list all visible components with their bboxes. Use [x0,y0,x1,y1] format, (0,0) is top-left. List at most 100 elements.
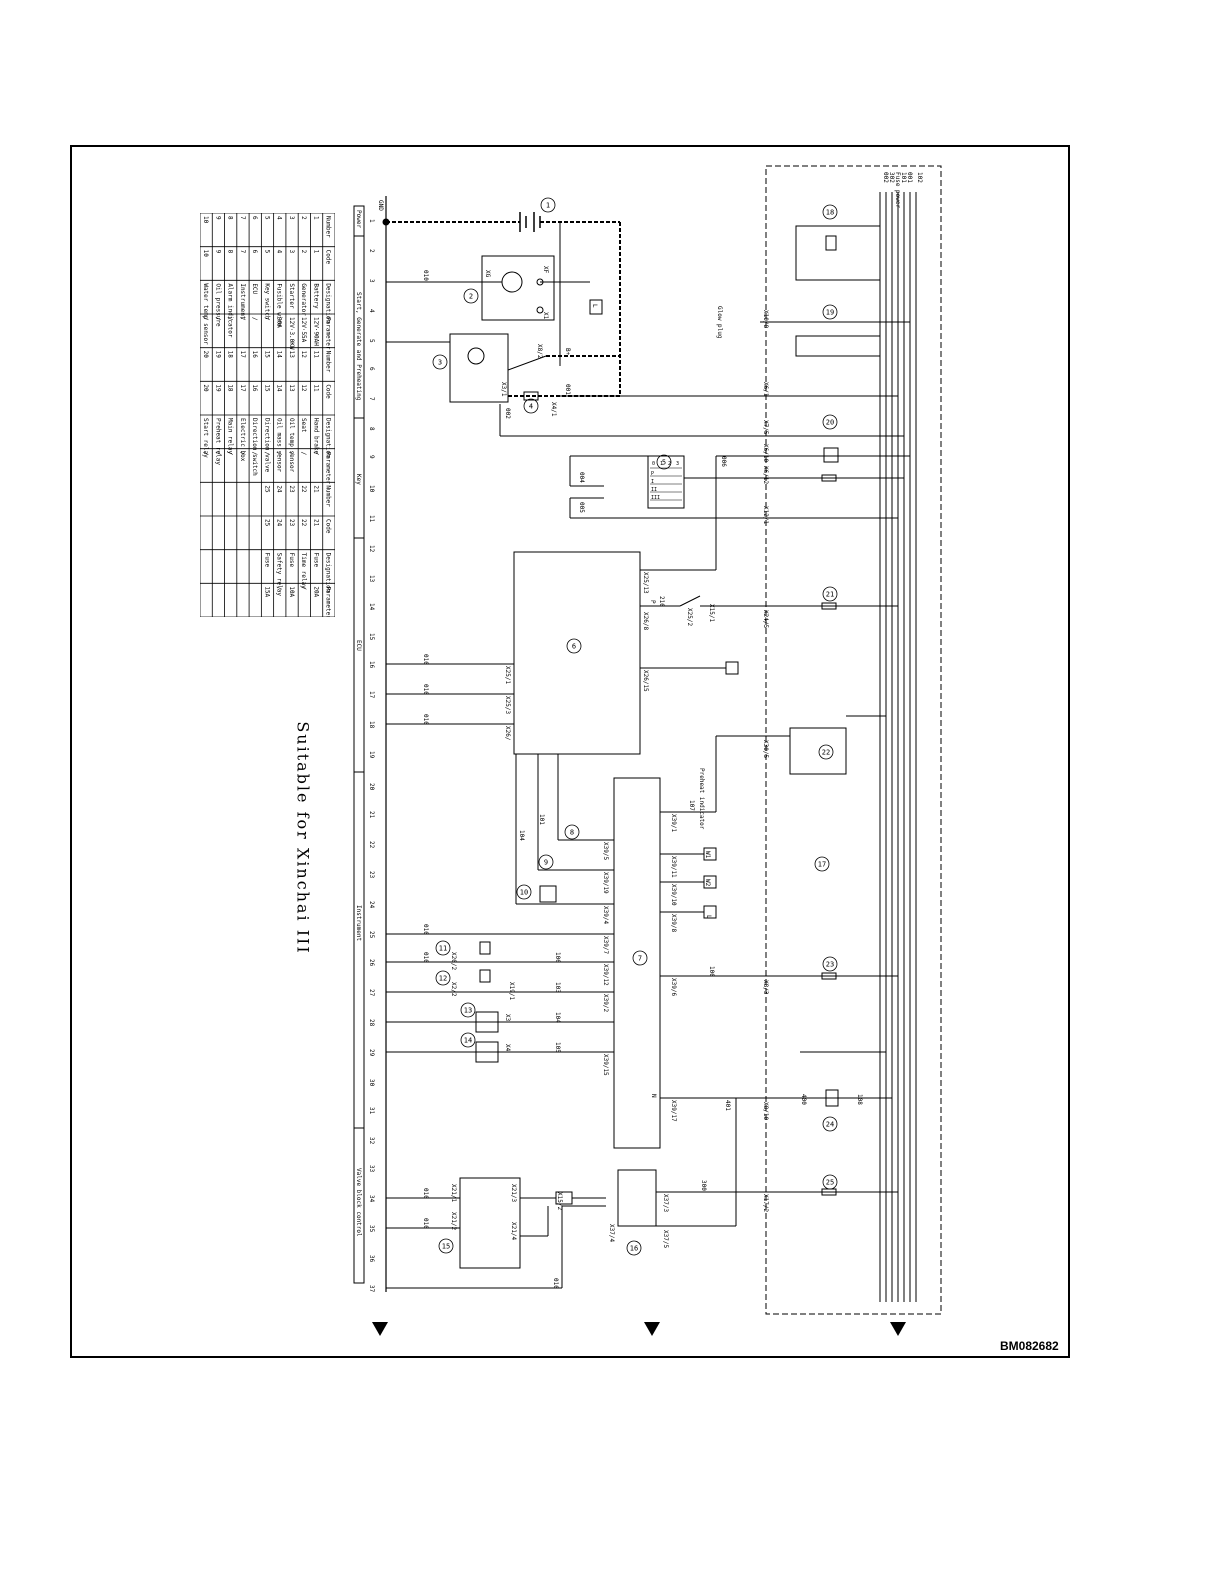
wire-label-bplus: B+ [564,348,571,356]
component-circle [435,940,451,956]
legend-cell: 21 [312,485,319,493]
component-number: 21 [826,591,834,599]
component-circle [818,744,834,760]
conn-x39-6: X39/6 [670,978,677,996]
column-number: 28 [368,1019,375,1027]
column-number: 33 [368,1165,375,1173]
legend-cell: Fusible wire [276,283,283,327]
wire-label-401: 401 [724,1100,731,1111]
column-number: 27 [368,989,375,997]
key-switch-5 [647,455,685,509]
component-circle [564,824,580,840]
conn-x39-11: X39/11 [670,856,677,878]
legend-cell: / [239,317,246,321]
legend-cell: / [251,452,258,456]
wire-label-005: 005 [578,502,585,513]
wire-label-400: 400 [800,1094,807,1105]
legend-header: Parameter [325,452,332,485]
legend-cell: 1 [312,250,319,254]
legend-cell: 15 [263,384,270,392]
legend-cell: ECU [251,283,258,294]
legend-cell: Fuse [312,553,319,568]
label-w2: W2 [704,879,711,887]
legend-cell: 11 [312,384,319,392]
column-number: 12 [368,545,375,553]
legend-header: Code [325,384,332,399]
column-number: 13 [368,575,375,583]
conn-x39-7: X39/7 [602,936,609,954]
component-number: 24 [826,1121,834,1129]
conn-xg: XG [484,270,491,278]
conn-x10-8: X10/8 [762,310,769,328]
legend-cell: 1 [312,216,319,220]
legend-cell: 90A [276,317,283,328]
legend-cell: 20A [312,586,319,597]
legend-cell: 23 [288,519,295,527]
legend-cell: 13 [288,384,295,392]
document-title: Suitable for Xinchai III [293,721,313,955]
legend-cell: Direction switch [251,418,258,476]
column-number: 35 [368,1225,375,1233]
legend-cell: Water temp sensor [202,283,209,345]
legend-cell: / [239,452,246,456]
component-number: 23 [826,961,834,969]
section-header: ECU [355,640,362,651]
legend-cell: / [202,452,209,456]
legend-cell: / [276,586,283,590]
legend-cell: / [263,452,270,456]
component-circle [822,1174,838,1190]
column-number: 20 [368,783,375,791]
legend-cell: Main relay [227,418,234,455]
legend-cell: 17 [239,351,246,359]
legend-cell: / [263,317,270,321]
wire-label-004: 004 [578,472,585,483]
column-number: 14 [368,603,375,611]
legend-header: Designation [325,418,332,458]
conn-x39-15: X39/15 [602,1054,609,1076]
column-number: 7 [368,397,375,401]
wire-label-106: 106 [554,952,561,963]
wire-label-100: 100 [708,966,715,977]
legend-cell: / [288,452,295,456]
bus-label: 102 [916,172,923,183]
legend-cell: 8 [227,216,234,220]
wire-label-010h: 010 [422,952,429,963]
component-circle [540,197,556,213]
legend-cell: 14 [276,384,283,392]
column-number: 4 [368,309,375,313]
component-circle [438,1238,454,1254]
conn-x21-4: X21/4 [510,1222,517,1240]
column-number: 3 [368,279,375,283]
legend-cell: Direction valve [263,418,270,473]
component-circle [822,204,838,220]
legend-cell: 15 [263,351,270,359]
component-circle [435,970,451,986]
legend-cell: 6 [251,250,258,254]
document-code: BM082682 [1000,1339,1059,1353]
label-l: L [591,304,598,308]
section-header: Instrument [355,905,362,942]
conn-x26: X26/ [504,726,511,741]
column-number: 15 [368,633,375,641]
component-circle [566,638,582,654]
legend-cell: 18 [227,384,234,392]
conn-x19-1: X19/1 [508,982,515,1000]
legend-cell: 6 [251,216,258,220]
direction-switch-16 [617,1169,657,1227]
component-number: 10 [520,889,528,897]
conn-x17-2: X17/2 [762,1194,769,1212]
conn-x4: X4 [504,1044,511,1052]
bus-label: 101 [900,172,907,183]
wire-label-107: 107 [688,800,695,811]
wire-label-010: 010 [422,270,429,281]
component-number: 17 [818,861,826,869]
legend-cell: Seat [300,418,307,433]
column-number: 17 [368,691,375,699]
conn-x7-5: X7/5 [762,420,769,435]
key-col-label: 2 [668,461,671,467]
column-numbers: 1234567891011121314151617181920212223242… [368,219,375,1293]
